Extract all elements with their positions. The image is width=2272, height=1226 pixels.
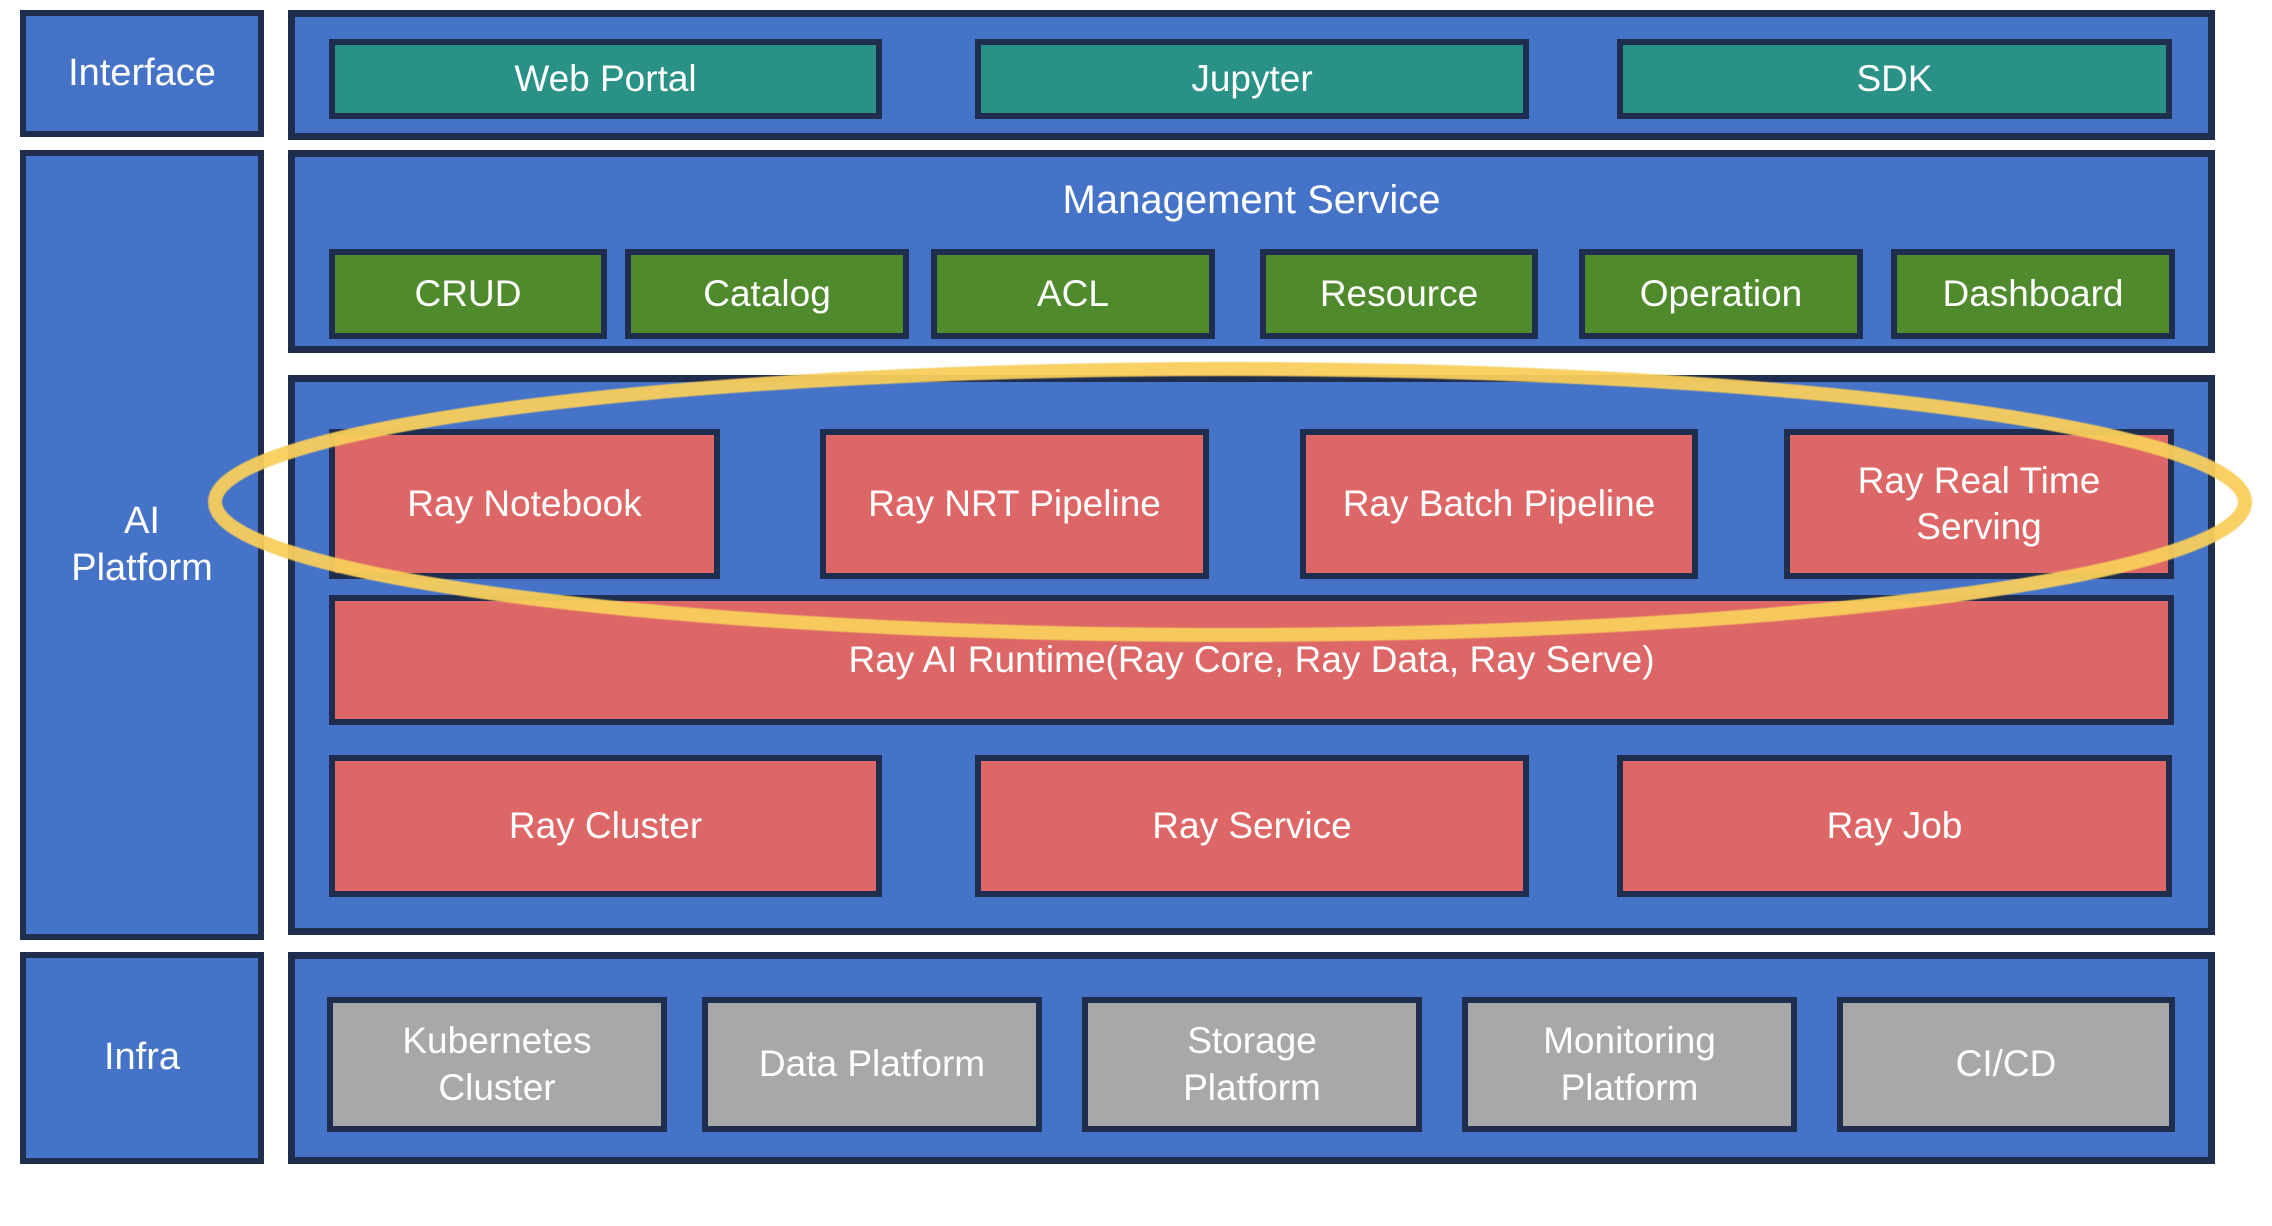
infra-container: Kubernetes Cluster Data Platform Storage… xyxy=(288,952,2215,1164)
ray-batch-pipeline-label: Ray Batch Pipeline xyxy=(1342,482,1656,524)
ray-batch-pipeline-box: Ray Batch Pipeline xyxy=(1300,429,1698,579)
jupyter-box: Jupyter xyxy=(975,39,1529,119)
infra-rail-label: Infra xyxy=(103,1036,181,1079)
monitoring-platform-box: Monitoring Platform xyxy=(1462,997,1797,1132)
ray-job-label: Ray Job xyxy=(1826,804,1963,846)
crud-label: CRUD xyxy=(414,272,522,314)
ray-ai-runtime-label: Ray AI Runtime(Ray Core, Ray Data, Ray S… xyxy=(848,638,1655,680)
ray-notebook-box: Ray Notebook xyxy=(329,429,720,579)
catalog-box: Catalog xyxy=(625,249,909,339)
ray-notebook-label: Ray Notebook xyxy=(407,482,642,524)
ray-nrt-pipeline-label: Ray NRT Pipeline xyxy=(868,482,1161,524)
web-portal-box: Web Portal xyxy=(329,39,882,119)
operation-box: Operation xyxy=(1579,249,1863,339)
cicd-box: CI/CD xyxy=(1837,997,2175,1132)
catalog-label: Catalog xyxy=(703,272,831,314)
sdk-box: SDK xyxy=(1617,39,2172,119)
data-platform-label: Data Platform xyxy=(758,1043,986,1085)
kubernetes-cluster-label: Kubernetes Cluster xyxy=(402,1020,592,1108)
dashboard-box: Dashboard xyxy=(1891,249,2175,339)
ai-platform-rail-label: AI Platform xyxy=(71,499,213,590)
web-portal-label: Web Portal xyxy=(514,57,697,99)
ai-platform-rail-box: AI Platform xyxy=(20,150,264,940)
management-service-container: Management Service CRUD Catalog ACL Reso… xyxy=(288,150,2215,353)
resource-box: Resource xyxy=(1260,249,1538,339)
monitoring-platform-label: Monitoring Platform xyxy=(1543,1020,1716,1108)
ray-ai-runtime-box: Ray AI Runtime(Ray Core, Ray Data, Ray S… xyxy=(329,595,2174,725)
operation-label: Operation xyxy=(1639,272,1803,314)
infra-rail-box: Infra xyxy=(20,952,264,1164)
jupyter-label: Jupyter xyxy=(1191,57,1313,99)
acl-box: ACL xyxy=(931,249,1215,339)
dashboard-label: Dashboard xyxy=(1942,272,2124,314)
ray-real-time-serving-box: Ray Real Time Serving xyxy=(1784,429,2174,579)
data-platform-box: Data Platform xyxy=(702,997,1042,1132)
ray-nrt-pipeline-box: Ray NRT Pipeline xyxy=(820,429,1209,579)
cicd-label: CI/CD xyxy=(1955,1043,2057,1085)
interface-rail-label: Interface xyxy=(68,51,216,94)
management-service-title: Management Service xyxy=(1062,177,1441,222)
ray-cluster-box: Ray Cluster xyxy=(329,755,882,897)
interface-row-container: Web Portal Jupyter SDK xyxy=(288,10,2215,140)
acl-label: ACL xyxy=(1037,272,1109,314)
storage-platform-label: Storage Platform xyxy=(1183,1020,1321,1108)
interface-rail-box: Interface xyxy=(20,10,264,137)
ray-cluster-label: Ray Cluster xyxy=(508,804,703,846)
sdk-label: SDK xyxy=(1856,57,1933,99)
ray-service-box: Ray Service xyxy=(975,755,1529,897)
ray-job-box: Ray Job xyxy=(1617,755,2172,897)
resource-label: Resource xyxy=(1319,272,1479,314)
kubernetes-cluster-box: Kubernetes Cluster xyxy=(327,997,667,1132)
crud-box: CRUD xyxy=(329,249,607,339)
ray-layer-container: Ray Notebook Ray NRT Pipeline Ray Batch … xyxy=(288,375,2215,935)
ray-real-time-serving-label: Ray Real Time Serving xyxy=(1857,459,2101,547)
storage-platform-box: Storage Platform xyxy=(1082,997,1422,1132)
ray-service-label: Ray Service xyxy=(1152,804,1352,846)
